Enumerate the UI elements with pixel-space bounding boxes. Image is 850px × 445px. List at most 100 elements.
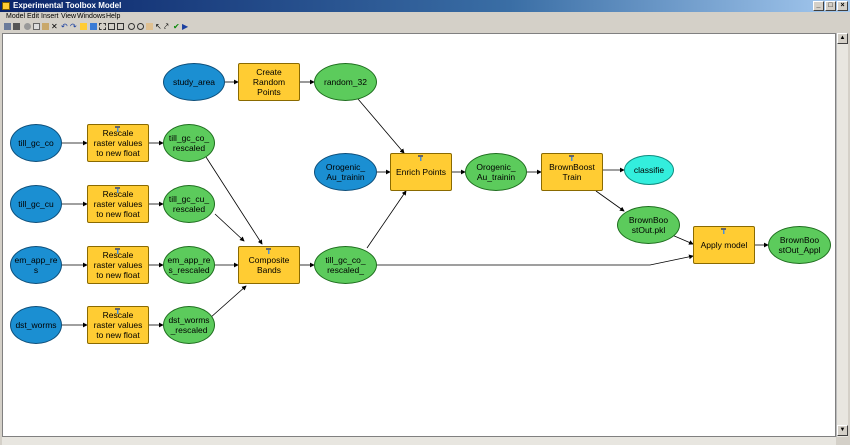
node-label: Orogenic_ Au_trainin [476, 162, 516, 182]
node-label: till_gc_cu [18, 199, 54, 209]
toolbar: ✕ ↶ ↷ ↖ ⤤ ✔ ▶ [0, 22, 850, 32]
select-icon[interactable]: ↖ [155, 22, 162, 31]
variable-study-area[interactable]: study_area [163, 63, 225, 101]
node-label: classifie [633, 165, 665, 175]
maximize-button[interactable]: □ [825, 1, 836, 11]
hammer-icon [266, 248, 271, 254]
connector [366, 190, 407, 249]
connector [209, 285, 247, 319]
output-random-32[interactable]: random_32 [314, 63, 377, 101]
window-title: Experimental Toolbox Model [13, 1, 122, 10]
scroll-down-icon[interactable]: ▼ [837, 425, 848, 436]
minimize-button[interactable]: _ [813, 1, 824, 11]
zoom-out-icon[interactable] [137, 23, 144, 30]
output-till-gc-co-rescaled[interactable]: till_gc_co_ rescaled [163, 124, 215, 162]
fixed-zoom-out-icon[interactable] [117, 23, 124, 30]
output-classifier[interactable]: classifie [624, 155, 674, 185]
menu-windows[interactable]: Windows [77, 13, 106, 20]
node-label: Rescale raster values to new float [93, 310, 143, 340]
cut-icon[interactable] [24, 23, 31, 30]
tool-rescale-1[interactable]: Rescale raster values to new float [87, 124, 149, 162]
connector [671, 234, 694, 245]
print-icon[interactable] [13, 23, 20, 30]
connector [357, 98, 405, 154]
auto-layout-icon[interactable] [90, 23, 97, 30]
horizontal-scrollbar[interactable] [2, 437, 836, 445]
output-orogenic-au-training[interactable]: Orogenic_ Au_trainin [465, 153, 527, 191]
node-label: BrownBoost Train [549, 162, 595, 182]
tool-composite-bands[interactable]: Composite Bands [238, 246, 300, 284]
redo-icon[interactable]: ↷ [70, 22, 77, 31]
tool-rescale-3[interactable]: Rescale raster values to new float [87, 246, 149, 284]
output-em-app-res-rescaled[interactable]: em_app_re s_rescaled [163, 246, 215, 284]
node-label: till_gc_cu_ rescaled [168, 194, 210, 214]
menu-view[interactable]: View [61, 13, 77, 20]
variable-till-gc-cu[interactable]: till_gc_cu [10, 185, 62, 223]
connector [595, 190, 625, 212]
node-label: em_app_re s_rescaled [167, 255, 211, 275]
node-label: till_gc_co [18, 138, 54, 148]
paste-icon[interactable] [42, 23, 49, 30]
hammer-icon [569, 155, 574, 161]
node-label: em_app_re s [14, 255, 58, 275]
save-icon[interactable] [4, 23, 11, 30]
menu-bar: Model Edit Insert View Windows Help [0, 12, 850, 22]
variable-till-gc-co[interactable]: till_gc_co [10, 124, 62, 162]
menu-insert[interactable]: Insert [41, 13, 59, 20]
pan-icon[interactable] [146, 23, 153, 30]
vertical-scrollbar[interactable]: ▲ ▼ [836, 33, 848, 437]
output-brownboost-pkl[interactable]: BrownBoo stOut.pkl [617, 206, 680, 244]
menu-help[interactable]: Help [106, 13, 121, 20]
variable-orogenic-au-training[interactable]: Orogenic_ Au_trainin [314, 153, 377, 191]
node-label: Rescale raster values to new float [93, 128, 143, 158]
node-label: Create Random Points [252, 67, 286, 97]
full-extent-icon[interactable] [99, 23, 106, 30]
node-label: Composite Bands [248, 255, 290, 275]
tool-brownboost-train[interactable]: BrownBoost Train [541, 153, 603, 191]
connector [377, 254, 694, 266]
node-label: till_gc_co_ rescaled_ [325, 255, 366, 275]
node-label: dst_worms _rescaled [168, 315, 210, 335]
variable-em-app-res[interactable]: em_app_re s [10, 246, 62, 284]
delete-icon[interactable]: ✕ [51, 22, 58, 31]
fixed-zoom-in-icon[interactable] [108, 23, 115, 30]
zoom-in-icon[interactable] [128, 23, 135, 30]
tool-rescale-2[interactable]: Rescale raster values to new float [87, 185, 149, 223]
tool-apply-model[interactable]: Apply model [693, 226, 755, 264]
undo-icon[interactable]: ↶ [61, 22, 68, 31]
output-till-gc-cu-rescaled[interactable]: till_gc_cu_ rescaled [163, 185, 215, 223]
tool-create-random-points[interactable]: Create Random Points [238, 63, 300, 101]
validate-icon[interactable]: ✔ [173, 22, 180, 31]
title-bar: Experimental Toolbox Model _ □ × [0, 0, 850, 12]
menu-edit[interactable]: Edit [27, 13, 40, 20]
hammer-icon [115, 308, 120, 314]
output-dst-worms-rescaled[interactable]: dst_worms _rescaled [163, 306, 215, 344]
output-brownboost-applied[interactable]: BrownBoo stOut_Appl [768, 226, 831, 264]
hammer-icon [115, 248, 120, 254]
hammer-icon [721, 228, 726, 234]
output-till-gc-co-rescaled-composite[interactable]: till_gc_co_ rescaled_ [314, 246, 377, 284]
tool-rescale-4[interactable]: Rescale raster values to new float [87, 306, 149, 344]
node-label: till_gc_co_ rescaled [168, 133, 210, 153]
node-label: BrownBoo stOut.pkl [628, 215, 669, 235]
connect-icon[interactable]: ⤤ [164, 22, 169, 31]
node-label: study_area [172, 77, 216, 87]
node-label: Apply model [700, 240, 748, 250]
add-data-icon[interactable] [80, 23, 87, 30]
scroll-up-icon[interactable]: ▲ [837, 33, 848, 44]
hammer-icon [115, 187, 120, 193]
copy-icon[interactable] [33, 23, 40, 30]
run-icon[interactable]: ▶ [182, 22, 189, 31]
node-label: Rescale raster values to new float [93, 250, 143, 280]
hammer-icon [115, 126, 120, 132]
menu-model[interactable]: Model [6, 13, 26, 20]
tool-enrich-points[interactable]: Enrich Points [390, 153, 452, 191]
close-button[interactable]: × [837, 1, 848, 11]
variable-dst-worms[interactable]: dst_worms [10, 306, 62, 344]
node-label: Rescale raster values to new float [93, 189, 143, 219]
connector [205, 156, 263, 245]
connector [214, 213, 245, 242]
hammer-icon [418, 155, 423, 161]
node-label: Enrich Points [395, 167, 447, 177]
